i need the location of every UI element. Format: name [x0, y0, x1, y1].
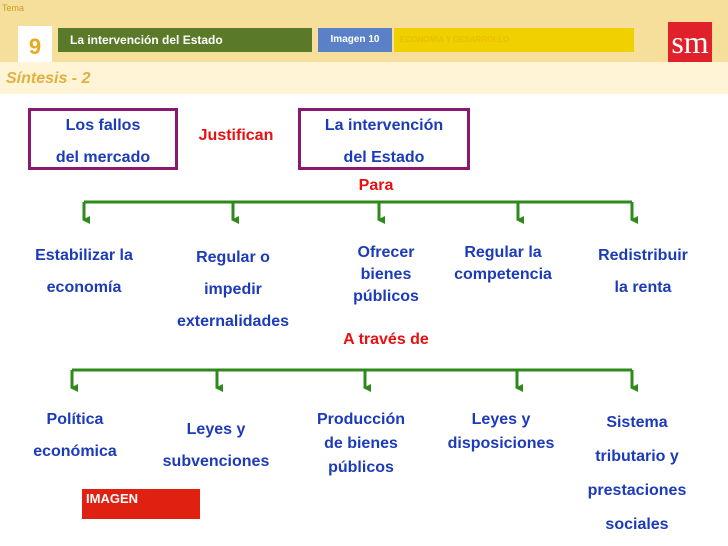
market-failures-box — [28, 108, 178, 170]
instrument-policy-line-2: económica — [33, 443, 117, 460]
goal-public-goods-line-3: públicos — [353, 288, 419, 305]
instrument-tax-system-line-1: Sistema — [606, 414, 668, 431]
sm-logo-text: sm — [671, 24, 709, 60]
justifican-label: Justifican — [198, 127, 274, 144]
instrument-production: Producción de bienes públicos — [298, 408, 424, 480]
tema-box — [18, 26, 52, 62]
goal-stabilize-line-2: economía — [46, 279, 122, 296]
goal-externalities-line-1: Regular o — [196, 249, 270, 266]
instrument-production-line-3: públicos — [328, 459, 394, 476]
goal-externalities-line-3: externalidades — [176, 313, 290, 330]
instrument-laws-provisions-line-1: Leyes y — [471, 411, 531, 428]
instrument-tax-system-line-4: sociales — [605, 516, 669, 533]
a-traves-de-label: A través de — [343, 331, 429, 348]
instrument-production-line-2: de bienes — [324, 435, 398, 452]
state-intervention-line-1: La intervención — [324, 117, 444, 134]
tema-number: 9 — [28, 34, 42, 59]
instrument-laws-provisions: Leyes y disposiciones — [428, 408, 574, 456]
instrument-laws-subsidies-line-2: subvenciones — [162, 453, 270, 470]
image-badge[interactable] — [82, 489, 200, 519]
instrument-policy: Política económica — [14, 404, 136, 468]
unit-title-bar — [58, 28, 312, 52]
goal-redistribute-line-2: la renta — [614, 279, 672, 296]
section-title: Síntesis - 2 — [6, 70, 91, 87]
image-label: Imagen 10 — [330, 34, 380, 45]
instrument-laws-provisions-line-2: disposiciones — [447, 435, 555, 452]
state-intervention-line-2: del Estado — [343, 149, 425, 166]
goal-public-goods-line-1: Ofrecer — [357, 244, 415, 261]
para-label: Para — [358, 177, 394, 194]
book-title: ECONOMÍA Y DESARROLLO — [400, 35, 510, 44]
section-band — [0, 62, 728, 94]
instrument-policy-line-1: Política — [46, 411, 104, 428]
instrument-laws-subsidies: Leyes y subvenciones — [146, 414, 286, 478]
goal-stabilize: Estabilizar la economía — [14, 240, 154, 304]
book-title-bar — [394, 28, 634, 52]
goal-redistribute-line-1: Redistribuir — [598, 247, 688, 264]
instrument-tax-system-line-3: prestaciones — [587, 482, 687, 499]
goal-competition: Regular la competencia — [436, 242, 570, 286]
goal-stabilize-line-1: Estabilizar la — [35, 247, 133, 264]
goal-externalities-line-2: impedir — [204, 281, 262, 298]
goal-public-goods-line-2: bienes — [360, 266, 412, 283]
goal-competition-line-1: Regular la — [464, 244, 542, 261]
goal-externalities: Regular o impedir externalidades — [156, 242, 310, 338]
image-badge-label: IMAGEN — [86, 491, 138, 506]
goal-public-goods: Ofrecer bienes públicos — [334, 242, 438, 308]
goal-competition-line-2: competencia — [454, 266, 552, 283]
market-failures-line-2: del mercado — [55, 149, 151, 166]
image-label-bar — [318, 28, 392, 52]
instrument-tax-system-line-2: tributario y — [595, 448, 679, 465]
state-intervention-box — [298, 108, 470, 170]
instrument-production-line-1: Producción — [316, 411, 405, 428]
unit-title: La intervención del Estado — [70, 33, 223, 47]
instrument-tax-system: Sistema tributario y prestaciones social… — [564, 406, 710, 542]
instrument-laws-subsidies-line-1: Leyes y — [186, 421, 246, 438]
market-failures-line-1: Los fallos — [65, 117, 141, 134]
goal-redistribute: Redistribuir la renta — [578, 240, 708, 304]
sm-logo — [668, 22, 712, 62]
tema-label: Tema — [2, 3, 25, 13]
